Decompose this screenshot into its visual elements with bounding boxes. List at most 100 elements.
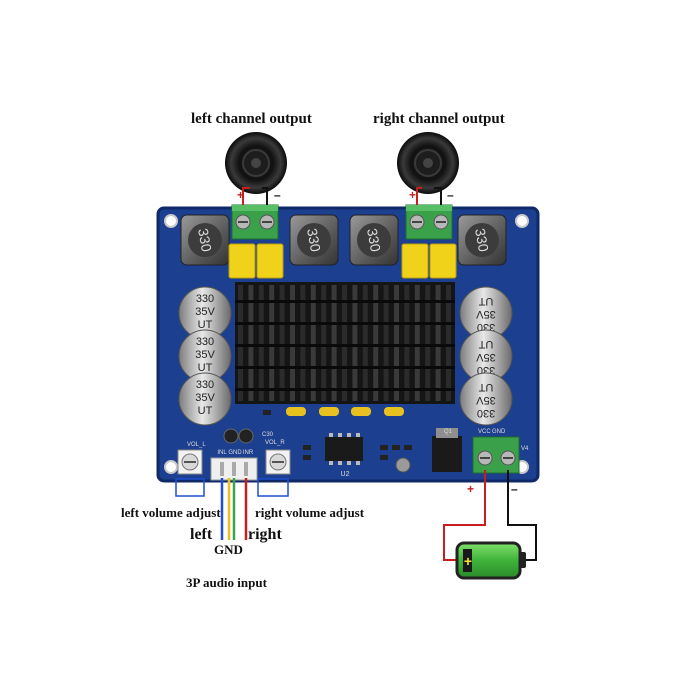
chip-pin xyxy=(356,461,360,465)
heatsink-fin xyxy=(446,285,451,401)
svg-text:VOL_L: VOL_L xyxy=(187,442,206,448)
heatsink-fin xyxy=(383,285,389,401)
right-volume-adjust-label: right volume adjust xyxy=(255,505,365,520)
svg-text:U2: U2 xyxy=(341,471,350,478)
heatsink-ridge xyxy=(235,366,455,369)
svg-text:35V: 35V xyxy=(476,351,496,363)
inductor: 330 xyxy=(180,214,230,266)
svg-text:VOL_R: VOL_R xyxy=(265,440,285,446)
svg-text:INL: INL xyxy=(217,450,227,456)
left-volume-potentiometer[interactable]: VOL_L xyxy=(177,442,206,475)
svg-text:330: 330 xyxy=(364,227,384,253)
svg-text:35V: 35V xyxy=(195,392,215,404)
svg-text:UT: UT xyxy=(198,405,213,417)
gnd-wire-label: GND xyxy=(214,542,243,557)
speaker-wires xyxy=(242,187,442,205)
audio-input-label: 3P audio input xyxy=(186,575,267,590)
opamp-chip: U2 xyxy=(325,433,363,478)
electrolytic-capacitor: 330 35V UT xyxy=(459,372,513,426)
electrolytic-capacitor: 330 35V UT xyxy=(178,329,232,383)
right-volume-potentiometer[interactable]: VOL_R xyxy=(265,440,291,475)
mount-hole-icon xyxy=(515,214,529,228)
svg-text:GND: GND xyxy=(492,429,506,435)
heatsink-fin xyxy=(248,285,254,401)
svg-text:V4: V4 xyxy=(521,446,529,452)
heatsink-fin xyxy=(362,285,368,401)
heatsink-fin xyxy=(435,285,441,401)
heatsink-fin xyxy=(352,285,358,401)
plus-sign: + xyxy=(237,188,244,202)
svg-text:UT: UT xyxy=(198,319,213,331)
svg-text:330: 330 xyxy=(195,227,215,253)
heatsink-fin xyxy=(414,285,420,401)
chip-pin xyxy=(347,461,351,465)
heatsink-fin xyxy=(331,285,337,401)
svg-text:VCC: VCC xyxy=(478,429,491,435)
battery-icon: + xyxy=(455,541,526,580)
right-speaker-terminal xyxy=(405,204,453,240)
left-wire-label: left xyxy=(190,526,213,543)
svg-text:+: + xyxy=(464,553,472,569)
electrolytic-capacitor: 330 35V UT xyxy=(178,286,232,340)
minus-sign: – xyxy=(511,482,518,496)
left-volume-adjust-label: left volume adjust xyxy=(121,505,221,520)
right-wire-label: right xyxy=(248,526,282,543)
heatsink-fin xyxy=(342,285,347,401)
chip-pin xyxy=(356,433,360,437)
heatsink-fin xyxy=(404,285,410,401)
film-capacitors-left xyxy=(228,243,284,279)
small-electrolytics: C30 xyxy=(223,428,411,473)
chip-pin xyxy=(329,461,333,465)
svg-text:330: 330 xyxy=(304,227,324,253)
svg-text:35V: 35V xyxy=(195,349,215,361)
power-terminal: VCC GND V4 xyxy=(472,429,529,474)
chip-pin xyxy=(338,433,342,437)
svg-text:330: 330 xyxy=(196,336,214,348)
heatsink-fin xyxy=(310,285,316,401)
mount-hole-icon xyxy=(164,214,178,228)
plus-sign: + xyxy=(467,482,474,496)
minus-sign: – xyxy=(274,188,281,202)
svg-text:UT: UT xyxy=(198,362,213,374)
heatsink-fin xyxy=(279,285,285,401)
audio-input-wires xyxy=(220,478,248,540)
svg-text:C30: C30 xyxy=(262,432,274,438)
left-speaker-icon xyxy=(225,132,287,194)
svg-text:35V: 35V xyxy=(195,306,215,318)
audio-input-connector: INL GND INR xyxy=(210,450,258,481)
chip-pin xyxy=(338,461,342,465)
heatsink-ridge xyxy=(235,388,455,391)
heatsink-fin xyxy=(394,285,399,401)
svg-text:UT: UT xyxy=(478,338,493,350)
svg-text:UT: UT xyxy=(478,381,493,393)
smd-resistors xyxy=(263,410,412,460)
svg-text:INR: INR xyxy=(243,450,254,456)
inductor: 330 xyxy=(349,214,399,266)
svg-text:330: 330 xyxy=(477,407,495,419)
heatsink-fin xyxy=(238,285,243,401)
svg-text:35V: 35V xyxy=(476,308,496,320)
electrolytic-capacitor: 330 35V UT xyxy=(459,286,513,340)
heatsink-ridge xyxy=(235,322,455,325)
svg-text:330: 330 xyxy=(196,293,214,305)
svg-text:330: 330 xyxy=(472,227,492,253)
left-speaker-terminal xyxy=(231,204,279,240)
right-speaker-icon xyxy=(397,132,459,194)
svg-text:35V: 35V xyxy=(476,394,496,406)
chip-pin xyxy=(347,433,351,437)
heatsink-fin xyxy=(321,285,327,401)
inductor: 330 xyxy=(457,214,507,266)
heatsink-fin xyxy=(258,285,264,401)
inductor: 330 xyxy=(289,214,339,266)
chip-pin xyxy=(329,433,333,437)
power-wires xyxy=(443,470,537,561)
heatsink-fin xyxy=(269,285,275,401)
heatsink-fin xyxy=(425,285,431,401)
plus-sign: + xyxy=(409,188,416,202)
electrolytic-capacitor: 330 35V UT xyxy=(178,372,232,426)
minus-sign: – xyxy=(447,188,454,202)
smd-capacitors xyxy=(286,407,404,416)
left-channel-output-label: left channel output xyxy=(191,111,312,127)
heatsink-ridge xyxy=(235,300,455,303)
